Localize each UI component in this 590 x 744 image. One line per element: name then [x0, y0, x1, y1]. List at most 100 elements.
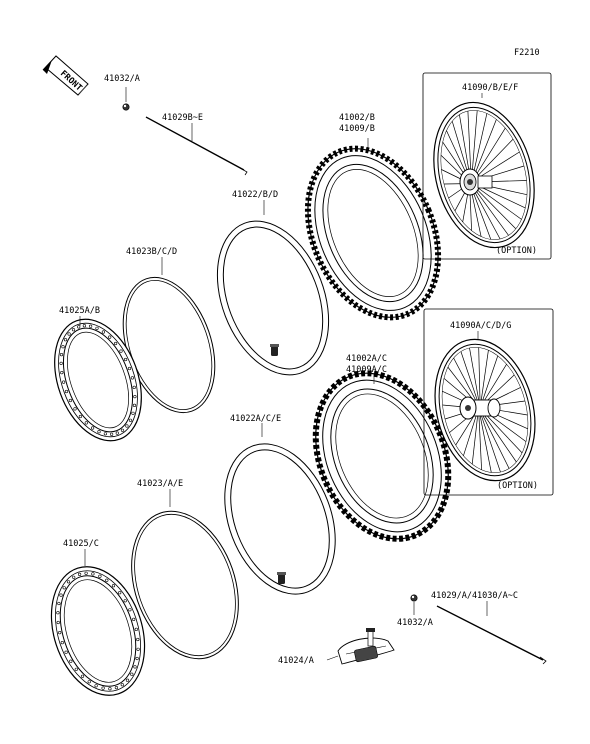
spoke-line: [474, 187, 517, 230]
label-rim-rear: 41025A/B: [59, 306, 100, 316]
spoke-line: [480, 350, 489, 402]
label-option-rear: (OPTION): [496, 246, 537, 256]
spoke-line: [459, 114, 471, 176]
rim-hole: [90, 426, 95, 430]
rim-hole: [59, 353, 64, 357]
wheel-front: [434, 338, 536, 482]
rim-hole: [108, 687, 112, 691]
rim-hole: [80, 674, 85, 678]
spoke-line: [469, 347, 480, 402]
rim-hole: [74, 667, 78, 671]
rim-hole: [91, 572, 95, 576]
rim-hole: [67, 332, 71, 336]
spoke-line: [476, 184, 526, 209]
rim-band-front: [131, 510, 239, 660]
rim-hole: [115, 431, 119, 435]
cap-nut-bottom: [410, 594, 418, 602]
spoke-line: [472, 188, 501, 240]
label-rim-front: 41025/C: [63, 539, 99, 549]
label-band-front: 41023/A/E: [137, 479, 183, 489]
rim-hole: [82, 324, 86, 328]
rim-hole: [127, 366, 132, 371]
rim-front: [50, 566, 146, 696]
rim-hole: [123, 599, 127, 603]
rim-hole: [87, 680, 91, 684]
label-spoke-top: 41029B~E: [162, 113, 203, 123]
spoke-line: [473, 188, 509, 236]
label-tube-rear: 41022/B/D: [232, 190, 278, 200]
spoke-line: [475, 186, 522, 220]
label-rim-lock: 41024/A: [278, 656, 314, 666]
rim-hole: [61, 380, 66, 384]
rim-hole: [132, 617, 136, 622]
spoke-line: [463, 413, 478, 456]
rim-hole: [57, 601, 61, 606]
rim-rear: [54, 318, 142, 442]
rim-hole: [58, 630, 62, 635]
rim-hole: [125, 678, 130, 682]
rim-hole: [77, 572, 82, 577]
front-arrow-icon: FRONT: [42, 55, 89, 96]
rim-hole: [94, 684, 98, 688]
rim-hole: [114, 685, 118, 690]
rim-hole: [68, 398, 72, 403]
rim-hole: [66, 580, 71, 584]
spoke-line: [479, 414, 492, 473]
rim-hole: [69, 659, 73, 663]
spoke-line: [478, 347, 481, 402]
rim-hole: [95, 326, 99, 330]
tire-rear: [304, 145, 442, 321]
label-tire-front-b: 41009A/C: [346, 365, 387, 375]
rim-hole: [62, 586, 66, 590]
rim-hole: [134, 627, 138, 632]
rim-hole: [128, 418, 133, 422]
rim-hole: [101, 686, 105, 690]
rim-hole: [120, 428, 125, 432]
spoke-line: [474, 127, 506, 177]
spoke-line: [475, 138, 514, 178]
rim-hole: [133, 395, 137, 399]
rim-hole: [130, 672, 134, 676]
label-wheel-rear: 41090/B/E/F: [462, 83, 518, 93]
label-wheel-front: 41090A/C/D/G: [450, 321, 511, 331]
rim-hole: [111, 584, 116, 588]
rim-hole: [56, 620, 60, 625]
spoke-line: [483, 374, 515, 404]
spoke-line: [481, 414, 510, 469]
rim-hole: [128, 608, 132, 612]
rim-hole: [63, 338, 68, 342]
spoke-line: [478, 414, 482, 470]
rim-hole: [130, 376, 134, 380]
spoke-line: [481, 355, 499, 402]
label-tire-rear-a: 41002/B: [339, 113, 375, 123]
spoke-line: [471, 188, 492, 240]
tube-rear: [216, 220, 330, 376]
rim-hole: [132, 403, 137, 408]
cap-nut-top: [122, 103, 130, 111]
rim-hole: [131, 411, 135, 415]
rim-hole: [59, 593, 63, 597]
rim-hole: [84, 571, 88, 575]
spoke-line: [453, 357, 478, 403]
wheel-rear: [433, 101, 535, 249]
spoke-line: [467, 110, 472, 176]
spoke-line: [446, 130, 469, 178]
rim-hole: [136, 647, 140, 651]
tire-front: [312, 370, 452, 542]
rim-hole: [59, 361, 63, 366]
rim-hole: [113, 341, 118, 346]
rim-hole: [71, 328, 76, 332]
rim-hole: [132, 385, 136, 390]
rim-hole: [61, 345, 65, 349]
figure-code: F2210: [514, 48, 540, 58]
spoke-line: [482, 413, 517, 463]
rim-hole: [98, 574, 102, 578]
rim-hole: [105, 578, 109, 582]
rim-hole: [135, 656, 139, 661]
rim-hole: [103, 432, 107, 436]
spoke-line: [471, 414, 479, 465]
spoke-line: [455, 412, 477, 446]
rim-hole: [72, 575, 76, 579]
rim-hole: [109, 432, 114, 436]
